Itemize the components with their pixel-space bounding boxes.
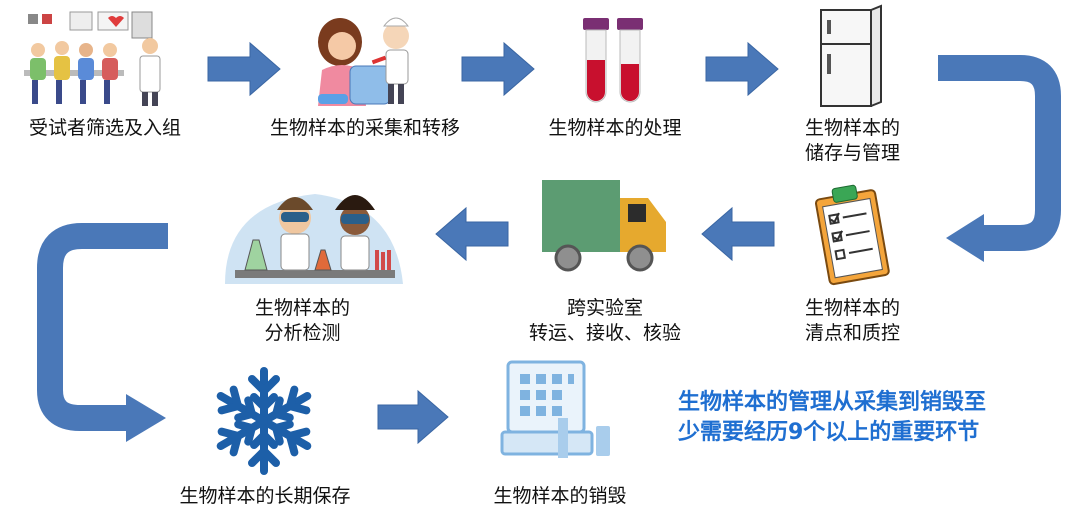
patients-waiting-room-icon bbox=[24, 11, 161, 106]
label-collection: 生物样本的采集和转移 bbox=[269, 117, 460, 139]
step-analysis bbox=[215, 184, 405, 288]
step-screening bbox=[20, 10, 190, 110]
snowflake-icon bbox=[216, 367, 312, 475]
label-analysis: 生物样本的 分析检测 bbox=[254, 297, 350, 344]
step-processing bbox=[580, 18, 650, 106]
step-storage bbox=[815, 4, 887, 108]
u-turn-right bbox=[938, 55, 1061, 251]
label-screening: 受试者筛选及入组 bbox=[28, 117, 181, 139]
delivery-truck-icon bbox=[542, 180, 666, 272]
label-destruction: 生物样本的销毁 bbox=[493, 485, 627, 507]
shredder-icon bbox=[500, 360, 610, 458]
step-destruction bbox=[500, 360, 620, 462]
label-transfer: 跨实验室 转运、接收、核验 bbox=[528, 297, 681, 344]
refrigerator-icon bbox=[820, 4, 882, 107]
label-storage: 生物样本的 储存与管理 bbox=[804, 117, 900, 164]
step-transfer bbox=[540, 176, 670, 276]
label-inventory: 生物样本的 清点和质控 bbox=[804, 297, 900, 344]
summary-callout: 生物样本的管理从采集到销毁至 少需要经历9个以上的重要环节 bbox=[678, 390, 987, 445]
arrow-right-1 bbox=[207, 41, 281, 97]
step-collection bbox=[300, 10, 430, 110]
nurse-drawing-blood-icon bbox=[318, 17, 410, 106]
arrow-left-1 bbox=[701, 206, 775, 262]
arrow-right-4 bbox=[377, 389, 449, 445]
label-processing: 生物样本的处理 bbox=[548, 117, 682, 139]
arrow-left-2 bbox=[435, 206, 509, 262]
label-longterm: 生物样本的长期保存 bbox=[179, 485, 351, 507]
u-turn-left bbox=[37, 223, 168, 431]
arrow-right-2 bbox=[461, 41, 535, 97]
clipboard-checklist-icon bbox=[814, 184, 890, 286]
step-inventory bbox=[808, 180, 898, 290]
blood-sample-tubes-icon bbox=[583, 18, 643, 103]
step-longterm bbox=[212, 366, 316, 476]
arrow-right-3 bbox=[705, 41, 779, 97]
scientists-lab-icon bbox=[225, 194, 403, 284]
